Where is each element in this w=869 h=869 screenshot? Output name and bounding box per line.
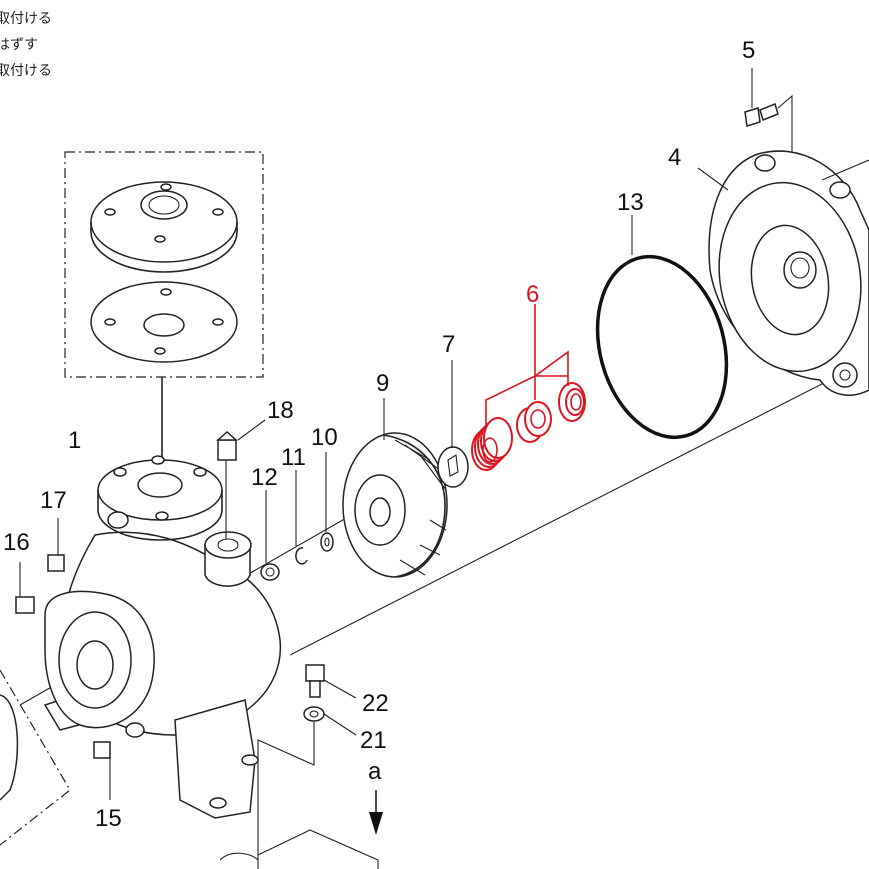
part-label-11: 11 — [281, 444, 306, 471]
plug-16 — [15, 596, 35, 614]
part-label-6: 6 — [526, 281, 539, 308]
note-line-1: 取付ける — [0, 11, 52, 27]
plug-15 — [93, 741, 111, 759]
bolt-5 — [744, 102, 779, 127]
bottom-base-outline — [219, 829, 379, 869]
washer-7 — [437, 446, 469, 488]
leader-18 — [237, 419, 266, 441]
part-label-7: 7 — [442, 331, 455, 358]
part-label-17: 17 — [40, 487, 67, 514]
note-line-2: はずす — [0, 37, 38, 53]
seal-bellows — [516, 401, 552, 443]
leader-21-bracket — [257, 722, 315, 869]
part-label-21: 21 — [360, 727, 387, 754]
part-label-1: 1 — [68, 427, 81, 454]
part-label-12: 12 — [251, 464, 278, 491]
part-label-22: 22 — [362, 690, 389, 717]
washer-10 — [320, 532, 334, 552]
note-line-3: 取付ける — [0, 63, 52, 79]
leader-4-right — [821, 159, 869, 181]
leader-21 — [323, 713, 357, 736]
lower-left-flange — [0, 694, 19, 801]
leader-4 — [697, 167, 729, 191]
seal-ring — [558, 382, 586, 422]
part-label-5: 5 — [742, 37, 755, 64]
plug-17 — [47, 554, 65, 572]
nut-12 — [260, 563, 280, 581]
part-label-15: 15 — [95, 805, 122, 832]
part-label-18: 18 — [267, 397, 294, 424]
part-label-a: a — [368, 758, 382, 785]
pump-casing — [43, 455, 282, 819]
flange-detail-box — [64, 151, 264, 378]
part-label-10: 10 — [311, 424, 338, 451]
flange-gasket — [90, 281, 238, 363]
leader-22 — [323, 679, 357, 699]
seal-spring — [471, 417, 513, 471]
washer-21 — [303, 706, 325, 722]
part-label-4: 4 — [668, 144, 681, 171]
top-flange — [90, 181, 238, 273]
part-label-16: 16 — [3, 529, 30, 556]
washer-11 — [295, 547, 308, 565]
seal-leader-bracket — [485, 304, 569, 425]
cover-4 — [708, 150, 869, 396]
plug-18 — [216, 430, 238, 461]
bolt-22 — [305, 664, 325, 698]
leader-5 — [751, 68, 793, 152]
part-label-9: 9 — [376, 370, 389, 397]
o-ring-13 — [595, 254, 729, 440]
shaft-axis-line — [289, 359, 869, 656]
mechanical-seal-6 — [471, 304, 586, 471]
lower-left-dashed-box — [0, 669, 71, 846]
impeller-9 — [342, 432, 448, 578]
part-label-13: 13 — [617, 189, 644, 216]
arrow-a-head — [369, 812, 383, 835]
